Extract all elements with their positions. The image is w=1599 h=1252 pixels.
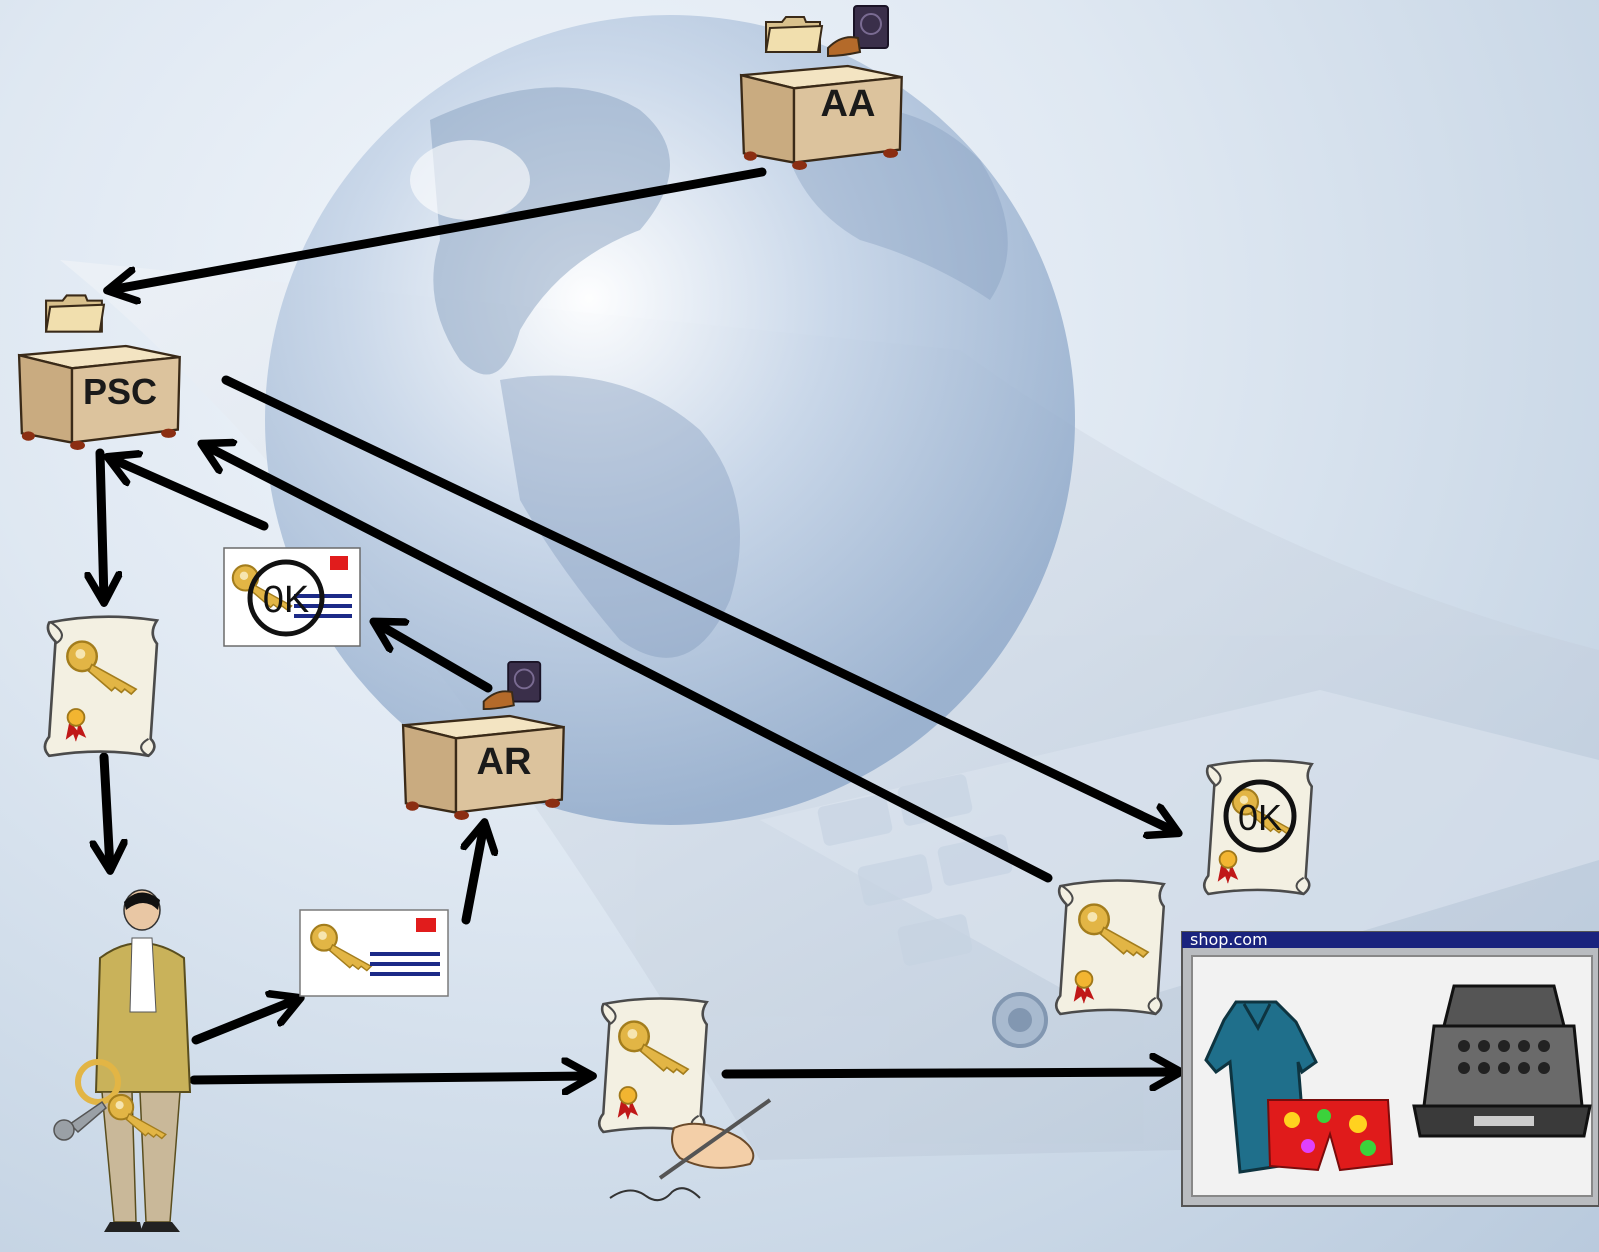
approved-request-card: 0K xyxy=(223,547,361,647)
arrow-psc-to-validation xyxy=(221,375,1176,832)
user-figure-icon xyxy=(53,889,192,1232)
psc-label: PSC xyxy=(83,371,157,412)
arrows xyxy=(100,167,1178,1080)
ok-badge-text: 0K xyxy=(263,579,309,621)
certificate-scroll-icon xyxy=(1054,879,1166,1016)
folder-icon xyxy=(765,16,823,53)
shop-window: shop.com xyxy=(1181,930,1599,1207)
ar-node: AR xyxy=(401,661,565,820)
certificate-scroll-icon xyxy=(43,615,159,758)
aa-node: AA xyxy=(739,5,903,170)
merchant-certificate xyxy=(1054,879,1166,1016)
ok-badge-text: 0K xyxy=(1238,797,1282,838)
shorts-icon xyxy=(1266,1099,1394,1172)
folder-icon xyxy=(45,294,105,333)
shop-title: shop.com xyxy=(1190,930,1268,949)
psc-node: PSC xyxy=(17,294,181,450)
signing-hand-icon xyxy=(609,1098,772,1202)
arrow-shop-cert-to-psc xyxy=(204,445,1053,883)
arrow-certificate-to-user xyxy=(104,752,110,868)
signed-document xyxy=(597,997,709,1134)
shop-title-bar xyxy=(1182,932,1599,948)
certificate-scroll-icon xyxy=(597,997,709,1134)
arrow-signed-document-to-shop xyxy=(721,1072,1178,1074)
arrow-ar-to-approved-request xyxy=(376,623,493,693)
aa-label: AA xyxy=(821,83,876,125)
validated-certificate: 0K xyxy=(1202,759,1314,896)
arrow-psc-to-certificate xyxy=(100,448,104,600)
cash-register-icon xyxy=(1412,984,1592,1138)
arrow-request-to-ar xyxy=(466,825,484,925)
ok-stamp-icon xyxy=(827,5,889,57)
certificate-request-card-icon xyxy=(299,909,449,997)
arrow-user-to-request xyxy=(191,999,298,1045)
issued-certificate xyxy=(43,615,159,758)
arrow-request-to-psc xyxy=(110,458,269,531)
ar-label: AR xyxy=(477,741,532,783)
arrow-aa-to-psc xyxy=(110,167,767,290)
background-globe xyxy=(265,15,1075,825)
arrow-user-to-signed-document xyxy=(189,1076,590,1080)
